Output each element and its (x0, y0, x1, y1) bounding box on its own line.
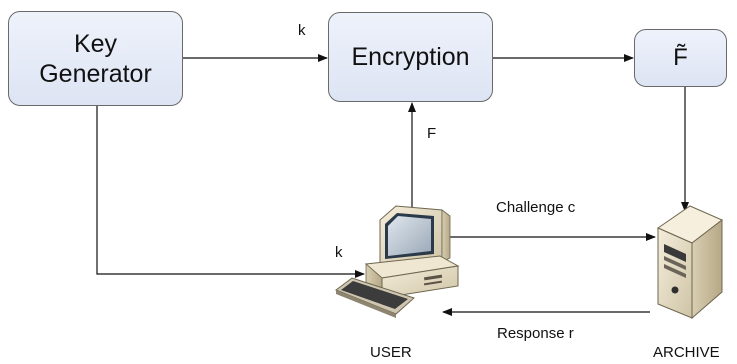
key-label-bottom: k (335, 244, 343, 261)
archive-label: ARCHIVE (653, 344, 720, 361)
server-tower-icon (656, 205, 723, 320)
challenge-label: Challenge c (496, 199, 576, 216)
encoded-file-box: F̃ (634, 29, 727, 87)
response-label: Response r (497, 325, 574, 342)
arrow-keygen-to-user (96, 106, 365, 278)
encryption-box: Encryption (328, 12, 493, 102)
encryption-label: Encryption (351, 42, 470, 71)
key-generator-label-line1: Key (73, 29, 118, 58)
key-generator-label-line2: Generator (39, 59, 152, 88)
desktop-computer-icon (334, 205, 460, 318)
key-generator-box: Key Generator (8, 11, 183, 106)
key-label-top: k (298, 22, 306, 39)
user-label: USER (370, 344, 412, 361)
encoded-file-label: F̃ (673, 44, 688, 71)
file-label: F (427, 125, 437, 142)
